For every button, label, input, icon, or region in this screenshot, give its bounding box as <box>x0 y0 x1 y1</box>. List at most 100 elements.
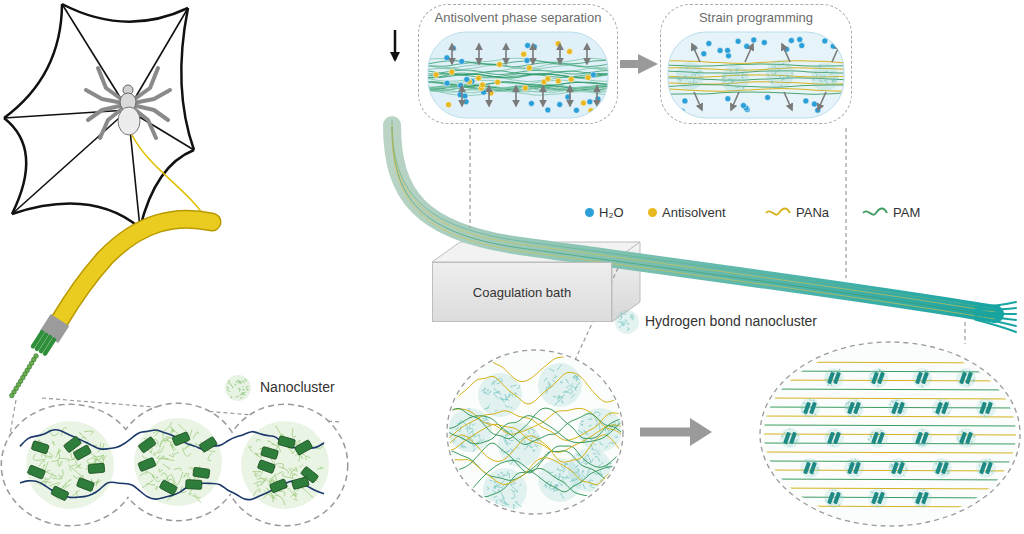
strain-programming-view <box>668 32 844 118</box>
cluster-strand <box>102 455 103 460</box>
water-molecule <box>799 43 805 49</box>
pam-chain <box>760 497 1020 498</box>
cluster-strand <box>824 75 826 77</box>
water-molecule <box>682 98 688 104</box>
silk-thread <box>132 135 208 222</box>
cluster-strand <box>782 77 784 80</box>
beta-sheet <box>269 479 287 493</box>
zoom-outline <box>760 342 1020 526</box>
cluster-strand <box>683 77 684 78</box>
cluster-strand <box>52 442 55 446</box>
hydrogen-bond-domain <box>921 372 929 385</box>
hydrogen-bond-domain <box>877 372 885 385</box>
cluster-strand <box>992 470 993 472</box>
cluster-strand <box>989 459 990 461</box>
cluster-strand <box>923 489 925 491</box>
leader-line <box>845 128 846 278</box>
cluster-strand <box>492 490 496 492</box>
water-molecule <box>735 38 741 44</box>
polymer-chain <box>445 458 621 485</box>
beta-sheet <box>294 440 312 456</box>
water-molecule <box>761 40 767 46</box>
cluster-strand <box>317 467 323 469</box>
capsule-rim <box>428 32 608 118</box>
legend-text: H₂O <box>599 205 624 220</box>
cluster-strand <box>796 439 797 441</box>
cluster-strand <box>948 413 950 414</box>
cluster-strand <box>742 76 744 78</box>
cluster-strand <box>60 479 71 489</box>
cluster-strand <box>52 477 62 479</box>
cluster-strand <box>893 401 895 402</box>
cluster-strand <box>159 469 162 473</box>
cluster-strand <box>855 459 856 461</box>
cluster-strand <box>583 484 585 489</box>
cluster-strand <box>242 392 244 394</box>
hydrogen-bond-domain <box>809 402 817 415</box>
cluster-strand <box>193 432 198 439</box>
cluster-strand <box>858 415 860 416</box>
cluster-strand <box>897 414 898 416</box>
antisolvent-molecule <box>545 76 551 82</box>
cluster-strand <box>516 502 522 507</box>
cluster-strand <box>506 434 508 436</box>
legend-entry: Antisolvent <box>648 205 726 220</box>
cluster-strand <box>279 491 285 496</box>
cluster-strand <box>588 457 590 462</box>
polymer-chain <box>445 352 621 385</box>
polymer-chain <box>445 460 621 493</box>
cluster-halo <box>888 398 908 418</box>
cluster-strand <box>566 379 569 383</box>
cluster-strand <box>618 322 619 323</box>
cluster-strand <box>58 469 63 476</box>
beta-sheet <box>292 477 310 490</box>
cluster-strand <box>933 411 935 412</box>
cluster-strand <box>532 450 535 452</box>
diffusion-arrow <box>451 44 453 64</box>
cluster-strand <box>511 489 515 492</box>
cluster-strand <box>511 494 515 499</box>
cluster-strand <box>257 478 266 479</box>
cluster-strand <box>786 76 788 79</box>
expulsion-arrow <box>731 92 739 110</box>
cluster-strand <box>625 320 627 322</box>
cluster-strand <box>478 435 480 438</box>
web-spoke <box>62 4 128 110</box>
cluster-strand <box>505 394 506 398</box>
cluster-strand <box>979 465 981 467</box>
process-stage-box: Antisolvent phase separation <box>418 4 618 124</box>
cluster-strand <box>276 426 283 436</box>
cluster-strand <box>835 430 837 432</box>
cluster-strand <box>468 431 473 435</box>
water-molecule <box>815 107 821 113</box>
pana-chain <box>760 398 1020 399</box>
cluster-strand <box>170 444 174 452</box>
cluster-strand <box>819 80 820 82</box>
cluster-strand <box>504 441 506 442</box>
diffusion-arrow <box>505 44 507 64</box>
antisolvent-molecule <box>480 82 486 88</box>
cluster-strand <box>44 473 53 479</box>
cluster-strand <box>237 380 240 381</box>
cluster-strand <box>253 471 261 473</box>
water-molecule <box>751 37 757 43</box>
cluster-strand <box>590 459 593 463</box>
cluster-strand <box>903 411 904 413</box>
cluster-strand <box>681 68 683 69</box>
cluster-halo <box>912 368 932 388</box>
cluster-strand <box>585 456 587 459</box>
cluster-strand <box>688 82 691 84</box>
cluster-strand <box>510 431 513 434</box>
water-molecule <box>531 44 537 50</box>
cluster-strand <box>826 78 829 80</box>
pana-chain <box>760 506 1020 507</box>
cluster-strand <box>772 66 773 67</box>
cluster-strand <box>485 407 489 409</box>
cluster-halo <box>956 368 976 388</box>
cluster-strand <box>737 74 739 77</box>
cluster-strand <box>161 473 168 481</box>
cluster-strand <box>632 316 634 319</box>
water-molecule <box>557 102 563 108</box>
cluster-strand <box>505 399 507 401</box>
cluster-strand <box>257 477 267 486</box>
